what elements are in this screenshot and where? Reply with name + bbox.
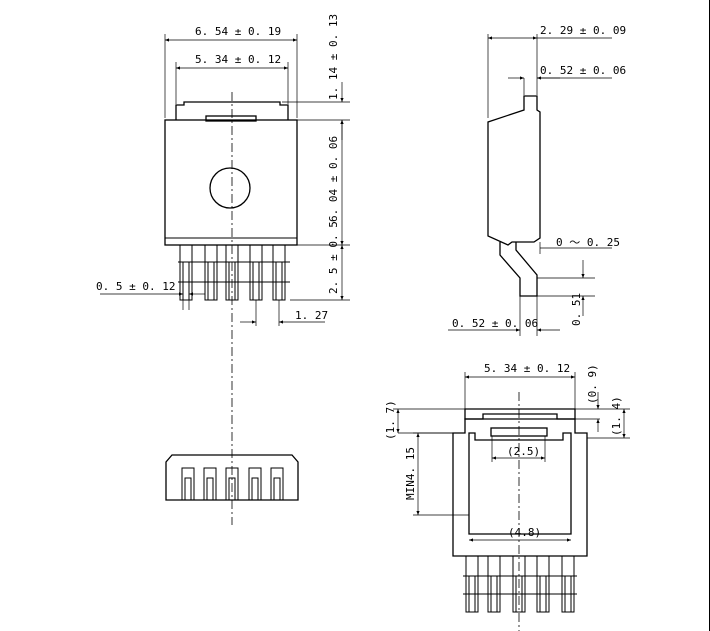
lead-offset-label: 0. 51 (570, 293, 583, 326)
dim-17-label: (1. 7) (384, 400, 397, 440)
dim-25-label: (2.5) (507, 445, 540, 458)
side-view: 2. 29 ± 0. 09 0. 52 ± 0. 06 0 ～ 0. 25 0.… (448, 24, 626, 336)
tab-width-label: 5. 34 ± 0. 12 (195, 53, 281, 66)
dim-09-label: (0. 9) (586, 364, 599, 404)
overall-width-label: 6. 54 ± 0. 19 (195, 25, 281, 38)
lead-pitch-label: 1. 27 (295, 309, 328, 322)
total-thickness-label: 2. 29 ± 0. 09 (540, 24, 626, 37)
dim-14-label: (1. 4) (610, 396, 623, 436)
front-leads (178, 244, 290, 301)
lead-width-label: 0. 5 ± 0. 12 (96, 280, 175, 293)
end-view (165, 454, 299, 501)
bottom-leads (463, 555, 577, 613)
dim-48-label: (4.8) (508, 526, 541, 539)
tab-height-label: 1. 14 ± 0. 13 (327, 14, 340, 100)
lead-thickness-label: 0. 52 ± 0. 06 (452, 317, 538, 330)
front-view: 0. 5 ± 0. 12 1. 27 6. 54 ± 0. 19 5. 34 ±… (96, 14, 350, 525)
standoff-label: 0 ～ 0. 25 (556, 236, 620, 249)
bottom-view: (2.5) (4.8) 5. 34 ± 0. 12 (0. 9) (1. 4) … (384, 362, 630, 631)
pad-width-label: 5. 34 ± 0. 12 (484, 362, 570, 375)
tab-thickness-label: 0. 52 ± 0. 06 (540, 64, 626, 77)
min-length-label: MIN4. 15 (404, 447, 417, 500)
lead-length-label: 2. 5 ± 0. 5 (327, 221, 340, 294)
body-height-label: 6. 04 ± 0. 06 (327, 136, 340, 222)
